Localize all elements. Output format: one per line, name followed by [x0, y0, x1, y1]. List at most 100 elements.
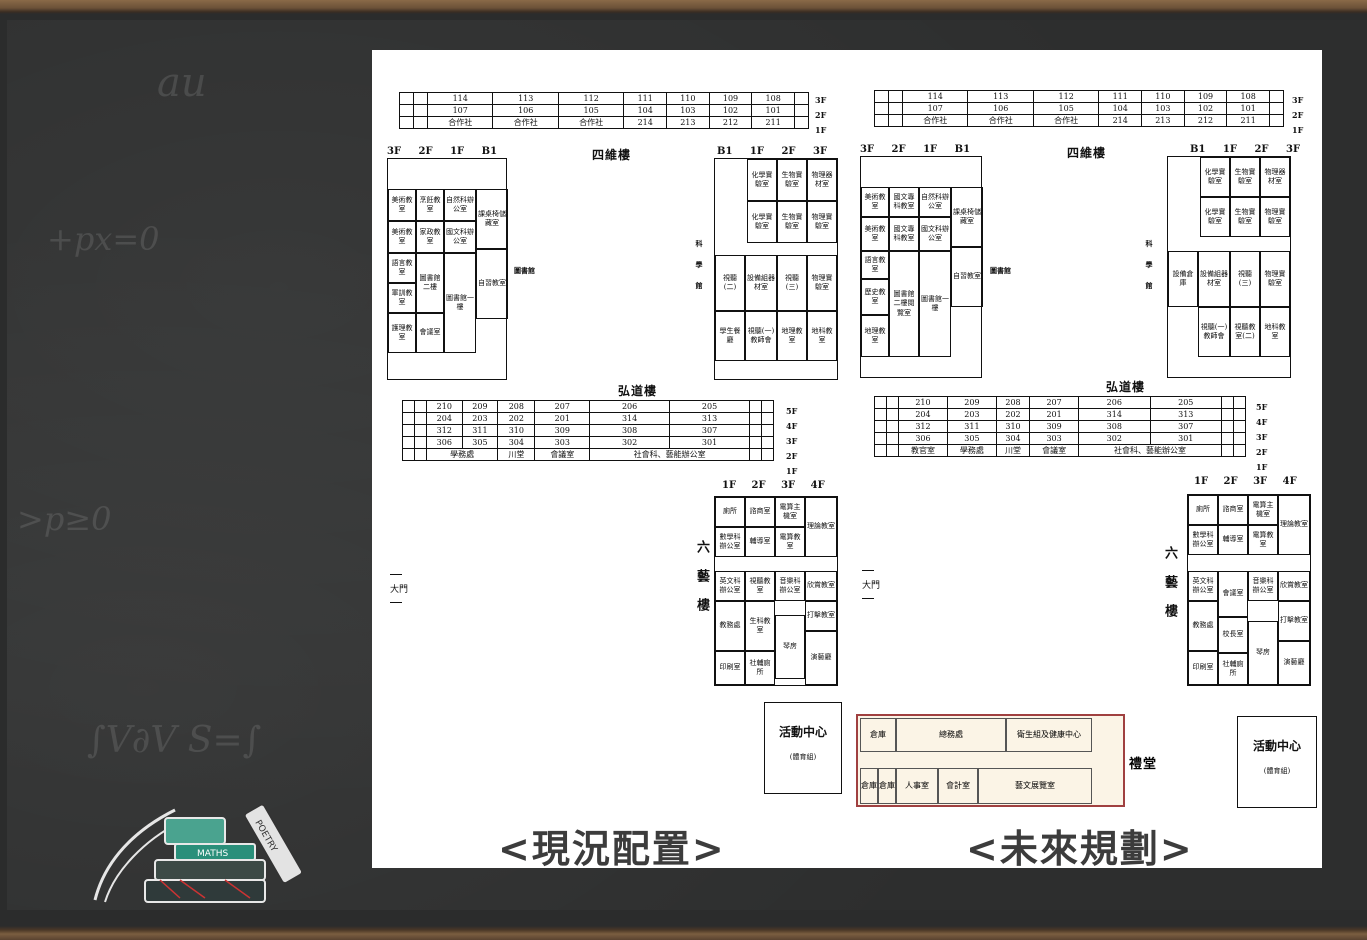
room-cell: 社輔廁所: [1218, 653, 1248, 685]
room-cell: 校長室: [1218, 617, 1248, 653]
activity-center-box: 活動中心 (體育組): [1237, 716, 1317, 808]
room-cell: 地理教室: [777, 311, 807, 361]
room-cell: 理論教室: [805, 497, 837, 557]
siwei-building-name: 四維樓: [1067, 146, 1107, 160]
room-cell: 圖書館一樓: [444, 253, 476, 353]
room-cell: 課桌椅儲藏室: [951, 187, 983, 247]
room-cell: 生物實驗室: [1230, 197, 1260, 237]
room-cell: 視聽(一)教師會: [1198, 307, 1230, 357]
room-cell: 電算主機室: [775, 497, 805, 527]
room-cell: 印刷室: [1188, 651, 1218, 685]
floor-label: 3F: [815, 95, 827, 105]
liuyi-block: 廁所 諮商室 電算主機室 理論教室 數學科辦公室 輔導室 電算教室 英文科辦公室…: [1187, 494, 1311, 686]
book-stack-illustration: MATHS POETRY: [93, 804, 303, 903]
library-label: 圖書館: [990, 266, 1011, 275]
room-cell: 自然科辦公室: [444, 189, 476, 221]
room-cell: 護理教室: [388, 313, 416, 353]
room-cell: 視聽(二): [715, 255, 745, 311]
liuyi-block: 廁所 諮商室 電算主機室 理論教室 數學科辦公室 輔導室 電算教室 英文科辦公室…: [714, 496, 838, 686]
science-wing-block: 化學實驗室 生物實驗室 物理器材室 化學實驗室 生物實驗室 物理實驗室 設備倉庫…: [1167, 156, 1291, 378]
room-cell: 化學實驗室: [747, 201, 777, 243]
room-cell: 自然科辦公室: [919, 187, 951, 217]
room-cell: 數學科辦公室: [1188, 525, 1218, 555]
room-cell: 圖書館一樓: [919, 251, 951, 357]
room-cell: 自習教室: [476, 249, 508, 319]
main-gate-label: 大門: [862, 570, 880, 599]
room-cell: 會計室: [938, 768, 978, 804]
liuyi-building-name: 六藝樓: [694, 540, 709, 627]
room-cell: 家政教室: [416, 221, 444, 253]
room-cell: 生物實驗室: [1230, 157, 1260, 197]
room-cell: 設備組器材室: [745, 255, 777, 311]
liuyi-building-name: 六藝樓: [1162, 546, 1177, 633]
science-building-label: 科學館: [695, 240, 704, 303]
room-cell: 打擊教室: [1278, 601, 1310, 641]
room-cell: 烹飪教室: [416, 189, 444, 221]
hongdao-building-name: 弘道樓: [618, 384, 658, 398]
room-cell: 歷史教室: [861, 279, 889, 315]
siwei-floors-right: B1 1F 2F 3F: [717, 146, 828, 157]
room-cell: 理論教室: [1278, 495, 1310, 555]
room-cell: 演藝廳: [805, 631, 837, 685]
room-cell: 生物實驗室: [777, 159, 807, 201]
room-cell: 諮商室: [1218, 495, 1248, 525]
room-cell: 倉庫: [878, 768, 896, 804]
auditorium-highlight-box: 倉庫 總務處 衛生組及健康中心 倉庫 倉庫 人事室 會計室 藝文展覽室: [856, 714, 1125, 807]
room-cell: 電算教室: [775, 527, 805, 557]
siwei-floors-left: 3F 2F 1F B1: [387, 146, 498, 157]
left-wing-block: 美術教室 國文專科教室 自然科辦公室 課桌椅儲藏室 美術教室 國文專科教室 國文…: [860, 156, 983, 378]
liuyi-floors: 1F 2F 3F 4F: [1194, 476, 1297, 487]
room-cell: 衛生組及健康中心: [1006, 718, 1092, 752]
room-cell: 課桌椅儲藏室: [476, 189, 508, 249]
room-cell: 琴房: [775, 615, 805, 679]
room-cell: 教務處: [1188, 601, 1218, 651]
room-cell: 生科教室: [745, 601, 775, 651]
room-cell: 欣賞教室: [1278, 571, 1310, 601]
room-cell: 美術教室: [388, 189, 416, 221]
library-label: 圖書館: [514, 266, 535, 275]
room-cell: 社輔廁所: [745, 651, 775, 685]
room-cell: 總務處: [896, 718, 1006, 752]
room-cell: 欣賞教室: [805, 571, 837, 601]
room-cell: 物理實驗室: [807, 255, 837, 311]
room-cell: 設備組器材室: [1198, 251, 1230, 307]
room-cell: 圖書館二樓: [416, 253, 444, 313]
room-cell: 美術教室: [861, 217, 889, 251]
room-cell: 廁所: [715, 497, 745, 527]
main-gate-label: 大門: [390, 574, 408, 603]
room-cell: 會議室: [1218, 571, 1248, 617]
floor-label: 2F: [815, 110, 827, 120]
room-cell: 軍訓教室: [388, 283, 416, 313]
room-cell: 琴房: [1248, 621, 1278, 685]
room-cell: 視聽(三): [777, 255, 807, 311]
left-wing-block: 美術教室 烹飪教室 自然科辦公室 課桌椅儲藏室 美術教室 家政教室 國文科辦公室…: [387, 158, 508, 380]
room-cell: 自習教室: [951, 247, 983, 307]
siwei-floors-right: B1 1F 2F 3F: [1190, 144, 1301, 155]
room-cell: 廁所: [1188, 495, 1218, 525]
siwei-building-name: 四維樓: [592, 148, 632, 162]
hongdao-building-name: 弘道樓: [1106, 380, 1146, 394]
room-cell: 國文專科教室: [889, 217, 919, 251]
room-cell: 諮商室: [745, 497, 775, 527]
current-layout-caption: <現況配置>: [498, 827, 726, 871]
room-cell: 倉庫: [860, 718, 896, 752]
room-cell: 國文專科教室: [889, 187, 919, 217]
room-cell: 電算主機室: [1248, 495, 1278, 525]
room-cell: 人事室: [896, 768, 938, 804]
room-cell: 物理實驗室: [807, 201, 837, 243]
future-plan-caption: <未來規劃>: [966, 827, 1194, 871]
room-cell: 演藝廳: [1278, 641, 1310, 685]
room-cell: 印刷室: [715, 651, 745, 685]
auditorium-label: 禮堂: [1129, 757, 1158, 772]
room-cell: 設備倉庫: [1168, 251, 1198, 307]
room-cell: 國文科辦公室: [919, 217, 951, 251]
room-cell: 視聽(一)教師會: [745, 311, 777, 361]
room-cell: 語言教室: [861, 251, 889, 279]
